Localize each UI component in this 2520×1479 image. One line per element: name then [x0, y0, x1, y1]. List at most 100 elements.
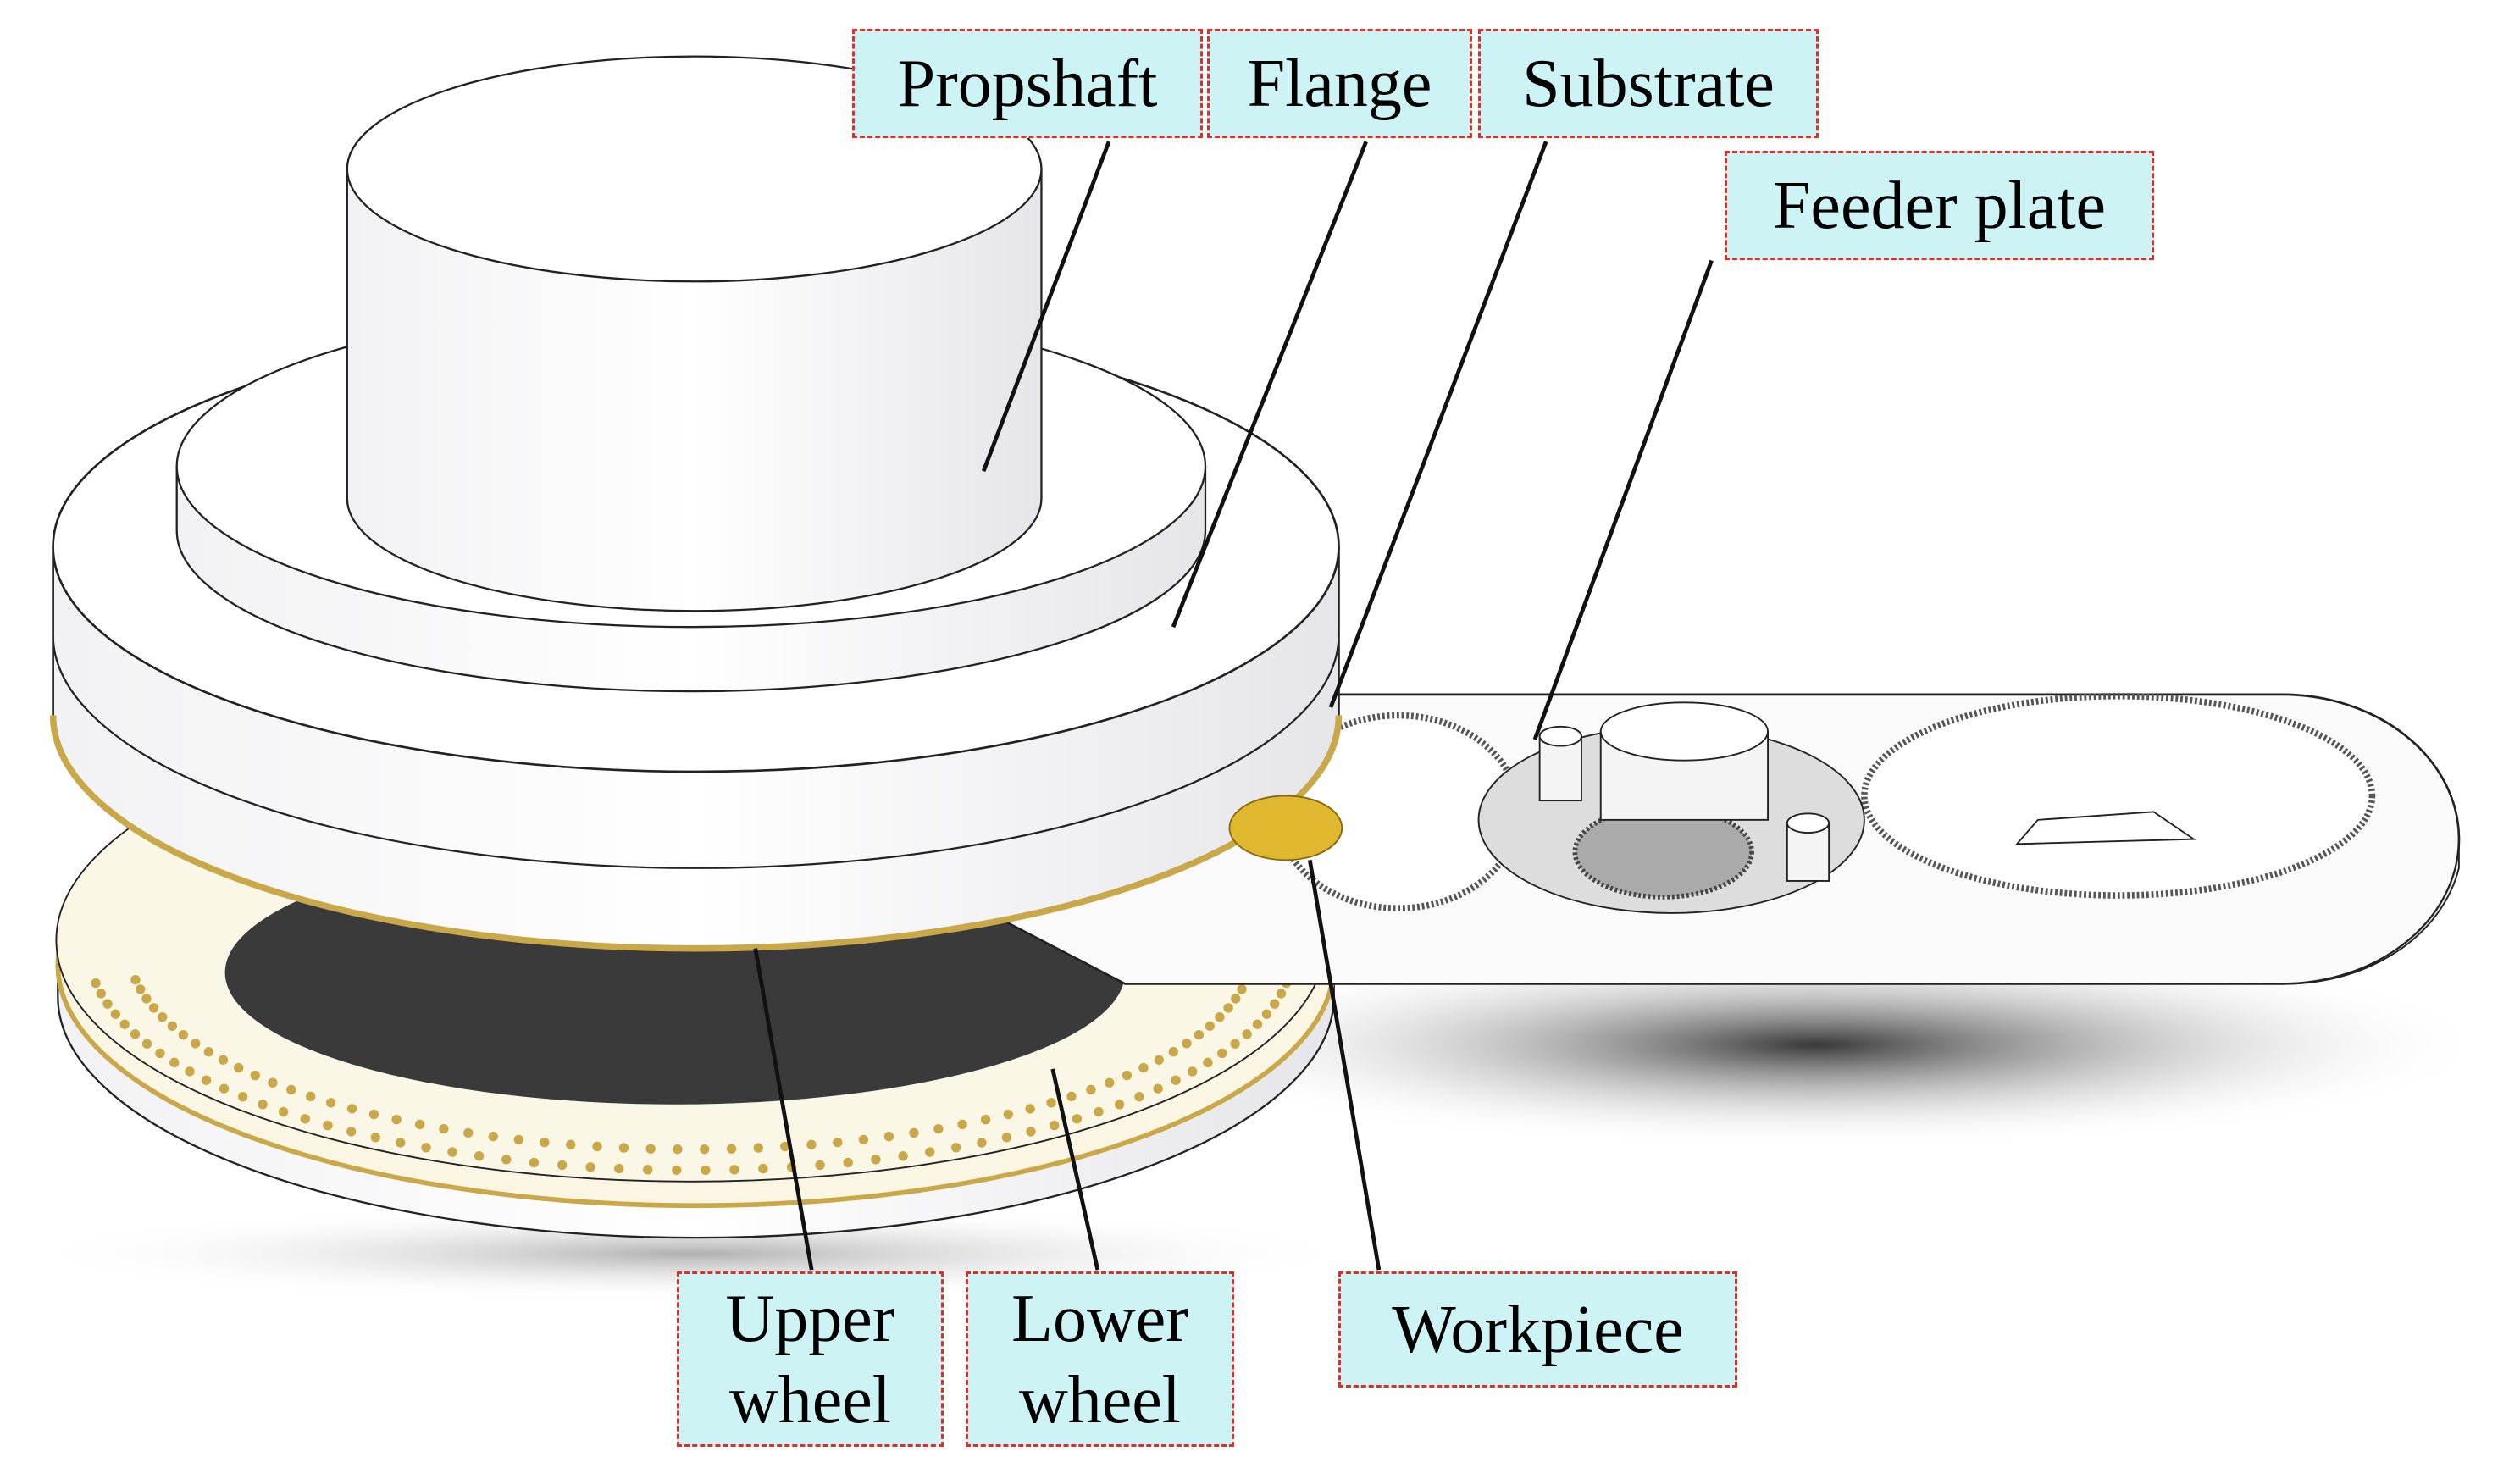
pellet: [643, 1165, 653, 1175]
pellet: [1223, 1003, 1233, 1013]
pellet: [167, 1021, 178, 1031]
pellet: [1153, 1083, 1163, 1094]
pellet: [368, 1109, 379, 1120]
pellet: [1001, 1133, 1012, 1143]
pellet: [1270, 999, 1280, 1009]
label-lower-wheel: Lower wheel: [966, 1271, 1234, 1447]
pellet: [148, 1003, 159, 1013]
label-upper-wheel: Upper wheel: [677, 1271, 944, 1447]
gear-slot: [2015, 811, 2196, 845]
pellet: [258, 1100, 268, 1110]
pellet: [185, 1066, 195, 1077]
pellet: [513, 1134, 524, 1145]
feeder-shadow: [1141, 940, 2491, 1149]
pellet: [758, 1163, 768, 1174]
pellet: [141, 1039, 152, 1049]
pellet: [135, 984, 146, 994]
pellet: [1205, 1021, 1216, 1031]
pellet: [1086, 1084, 1096, 1095]
pellet: [1134, 1091, 1144, 1102]
pellet: [439, 1123, 449, 1134]
pellet: [1168, 1046, 1178, 1057]
pellet: [557, 1160, 568, 1171]
pellet: [871, 1155, 881, 1165]
workpiece: [1228, 795, 1343, 861]
pellet: [1072, 1114, 1083, 1124]
pellet: [1066, 1091, 1077, 1102]
pellet: [237, 1091, 248, 1102]
pellet: [130, 1029, 141, 1039]
pellet: [1231, 994, 1241, 1004]
pellet: [566, 1139, 576, 1150]
pellet: [158, 1012, 168, 1022]
pellet: [780, 1141, 790, 1152]
pellet: [96, 989, 106, 999]
leader-substrate: [1328, 141, 1548, 708]
pellet: [925, 1147, 935, 1157]
label-workpiece: Workpiece: [1338, 1271, 1737, 1388]
pellet: [1276, 989, 1287, 999]
label-propshaft: Propshaft: [852, 29, 1203, 138]
pellet: [1025, 1104, 1035, 1114]
pellet: [1105, 1077, 1115, 1088]
pellet: [957, 1119, 967, 1130]
pellet: [1188, 1066, 1198, 1077]
pellet: [391, 1115, 402, 1125]
pellet: [155, 1048, 165, 1059]
pellet: [883, 1131, 894, 1142]
pellet: [178, 1029, 189, 1040]
pellet: [474, 1151, 485, 1161]
pellet: [286, 1084, 296, 1095]
pellet: [726, 1144, 737, 1154]
pellet: [540, 1137, 550, 1148]
feeder-plate: [962, 692, 2461, 985]
leader-feeder-plate: [1532, 259, 1714, 740]
pellet: [833, 1137, 843, 1148]
pellet: [323, 1120, 333, 1131]
pellet: [268, 1077, 278, 1088]
pellet: [701, 1165, 711, 1176]
pellet: [1242, 1029, 1252, 1039]
pellet: [673, 1144, 683, 1155]
pellet: [1046, 1098, 1056, 1108]
pellet: [1003, 1109, 1013, 1120]
pellet: [119, 1019, 130, 1029]
pellet: [421, 1143, 431, 1153]
pellet: [951, 1143, 961, 1153]
pellet: [1252, 1019, 1263, 1029]
pellet: [346, 1127, 357, 1137]
pellet: [1094, 1106, 1104, 1117]
leader-propshaft: [981, 141, 1111, 472]
pellet: [645, 1144, 656, 1154]
abrasive-pellets: [91, 975, 1292, 1176]
pellet: [1182, 1039, 1192, 1049]
pellet: [815, 1160, 825, 1171]
pellet: [414, 1119, 425, 1130]
pellet: [585, 1162, 595, 1172]
pellet: [898, 1151, 908, 1161]
pellet: [1114, 1100, 1125, 1110]
pellet: [219, 1083, 230, 1094]
gear-right: [1861, 692, 2376, 899]
leader-lower-wheel: [1050, 1068, 1100, 1271]
leader-upper-wheel: [753, 948, 814, 1271]
pellet: [592, 1141, 602, 1152]
pellet: [447, 1147, 457, 1157]
label-flange: Flange: [1207, 29, 1472, 138]
pellet: [463, 1127, 474, 1138]
leader-lines: [753, 141, 1714, 1271]
pellet: [1215, 1012, 1225, 1022]
pellet: [729, 1165, 739, 1175]
pellet: [306, 1091, 316, 1102]
pellet: [858, 1134, 869, 1145]
pellet: [1217, 1048, 1227, 1059]
pellet: [191, 1039, 201, 1049]
pellet: [370, 1133, 380, 1143]
pellet: [843, 1157, 853, 1168]
pellet: [529, 1157, 540, 1168]
propshaft: [346, 55, 1043, 612]
leader-workpiece: [1307, 859, 1382, 1271]
pellet: [909, 1127, 919, 1138]
pellet: [169, 1057, 180, 1068]
